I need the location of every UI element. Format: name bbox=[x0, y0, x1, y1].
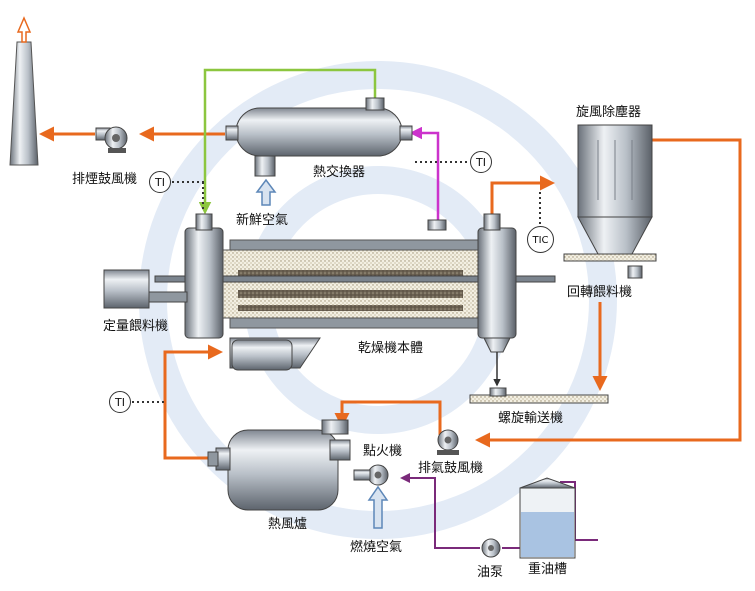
heavy-oil-tank bbox=[519, 477, 576, 559]
exhaust-blower-label: 排氣鼓風機 bbox=[418, 461, 484, 476]
oil-pump-label: 油泵 bbox=[477, 565, 504, 580]
magenta-line bbox=[409, 126, 440, 220]
exhaust-fan bbox=[95, 126, 128, 153]
exhaust-fan-label: 排煙鼓風機 bbox=[72, 172, 138, 187]
fresh-air-arrows bbox=[255, 178, 389, 529]
ti-furnace-indicator: TI bbox=[109, 391, 131, 413]
oil-pump bbox=[481, 538, 501, 558]
instrument-lines bbox=[132, 161, 541, 403]
dryer-body bbox=[154, 213, 556, 387]
hot-air-furnace-label: 熱風爐 bbox=[268, 517, 308, 532]
ti-heat-exchanger-indicator: TI bbox=[470, 151, 492, 173]
dosing-feeder bbox=[103, 269, 188, 309]
green-line bbox=[198, 68, 377, 215]
dosing-feeder-label: 定量餵料機 bbox=[103, 319, 169, 334]
screw-conveyor bbox=[469, 387, 609, 404]
ti-exhaust-indicator: TI bbox=[149, 171, 171, 193]
heat-exchanger-label: 熱交換器 bbox=[313, 165, 366, 180]
exhaust-blower bbox=[437, 429, 459, 455]
heat-exchanger bbox=[225, 97, 413, 177]
hot-air-furnace bbox=[207, 419, 389, 511]
cyclone-label: 旋風除塵器 bbox=[576, 105, 642, 120]
rotary-feeder-label: 回轉餵料機 bbox=[567, 285, 633, 300]
screw-conveyor-label: 螺旋輸送機 bbox=[498, 411, 564, 426]
chimney bbox=[9, 16, 39, 166]
fresh-air-label: 新鮮空氣 bbox=[236, 213, 289, 228]
tic-controller: TIC bbox=[527, 226, 554, 253]
heavy-oil-tank-label: 重油槽 bbox=[528, 562, 568, 577]
hot-gas-lines bbox=[39, 126, 742, 460]
cyclone bbox=[563, 124, 657, 279]
dryer-body-label: 乾燥機本體 bbox=[358, 341, 424, 356]
combustion-air-label: 燃燒空氣 bbox=[350, 540, 403, 555]
igniter-label: 點火機 bbox=[363, 444, 403, 459]
